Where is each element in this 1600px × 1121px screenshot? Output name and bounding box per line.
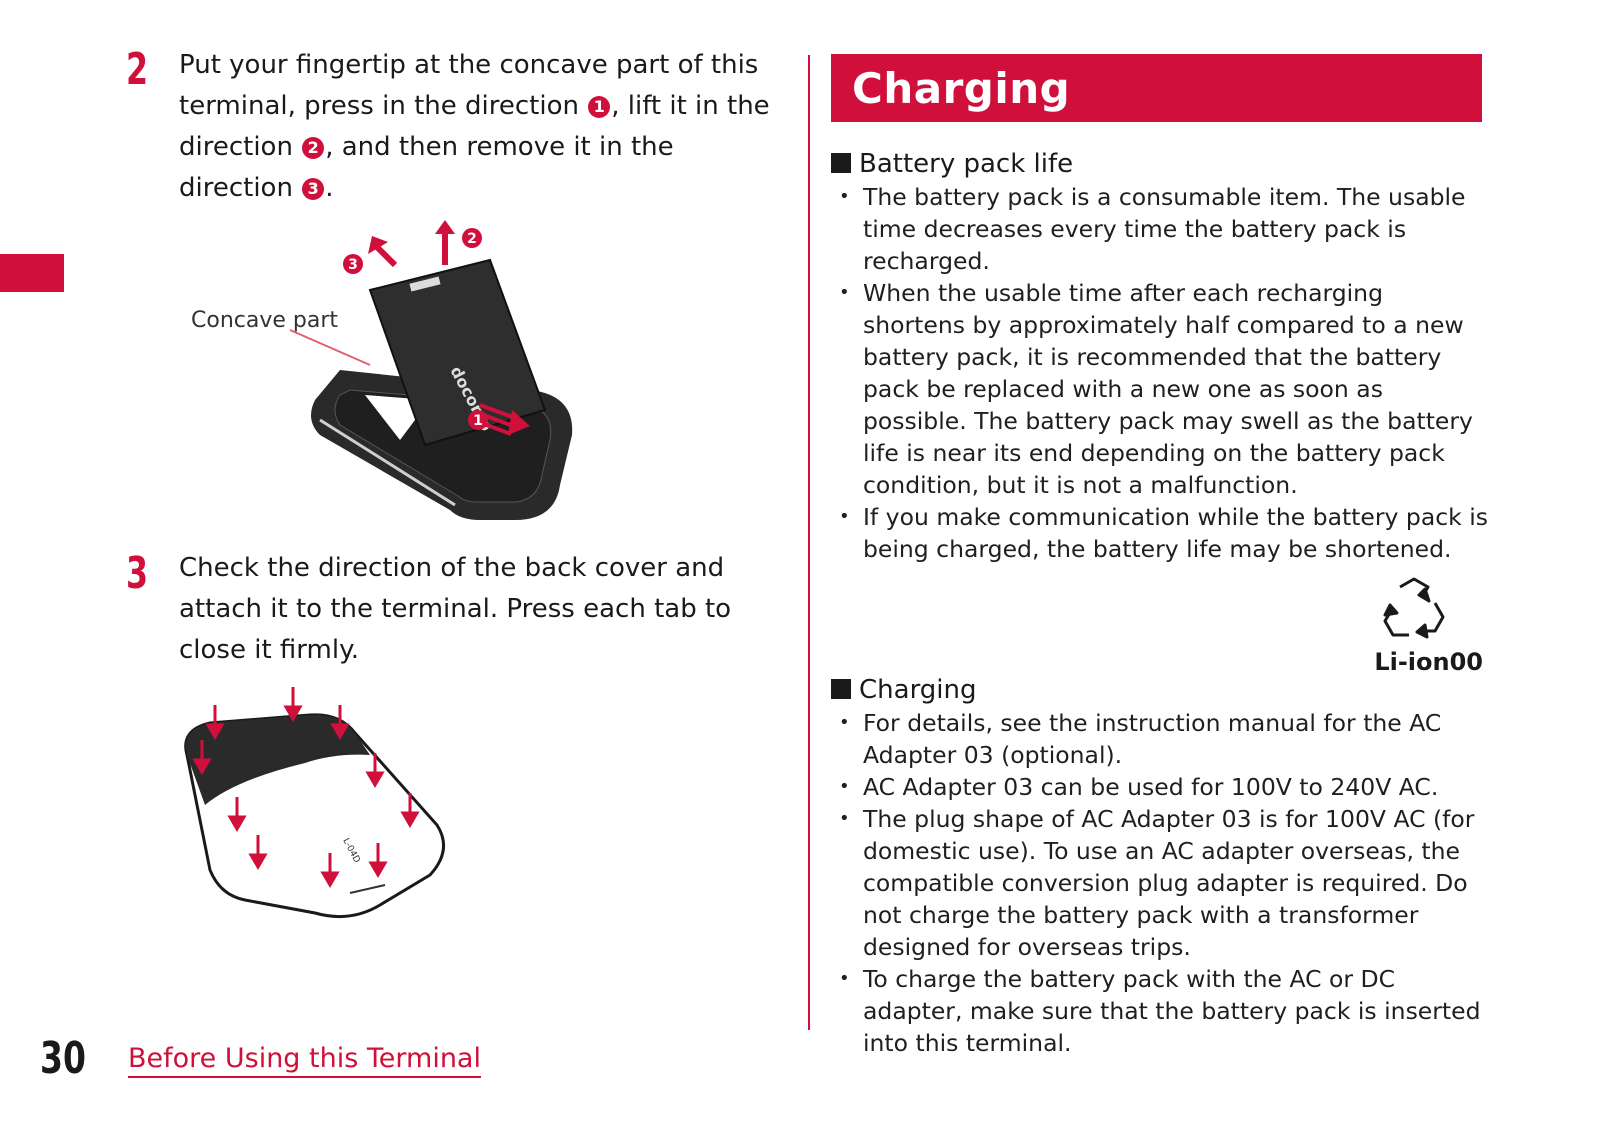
list-item: AC Adapter 03 can be used for 100V to 24…: [831, 771, 1491, 803]
battery-removal-illustration: docomo 3 2 1: [289, 220, 573, 520]
fig1-marker-1: 1: [473, 413, 483, 429]
press-arrows: [192, 687, 420, 888]
page-number: 30: [40, 1033, 86, 1084]
list-item: When the usable time after each rechargi…: [831, 277, 1491, 501]
fig1-marker-2: 2: [467, 231, 477, 247]
charging-section: Charging For details, see the instructio…: [831, 673, 1491, 1059]
step-2-instruction: Put your fingertip at the concave part o…: [179, 50, 770, 203]
section-title: Charging: [852, 64, 1071, 113]
marker-1: 1: [588, 96, 611, 118]
list-item: To charge the battery pack with the AC o…: [831, 963, 1491, 1059]
battery-life-list: The battery pack is a consumable item. T…: [831, 181, 1491, 565]
li-ion-label: Li-ion00: [1374, 648, 1483, 676]
list-item: If you make communication while the batt…: [831, 501, 1491, 565]
back-cover-dark-band: [185, 714, 370, 805]
fig1-marker-3: 3: [348, 257, 358, 273]
marker-2: 2: [302, 137, 325, 159]
step-3-instruction: Check the direction of the back cover an…: [179, 553, 732, 665]
column-divider: [808, 55, 810, 1030]
concave-part-label: Concave part: [191, 308, 339, 333]
charging-list: For details, see the instruction manual …: [831, 707, 1491, 1059]
battery-life-heading: Battery pack life: [831, 147, 1491, 181]
step-3-number: 3: [126, 548, 149, 599]
battery-pack: docomo: [368, 258, 547, 447]
battery-life-section: Battery pack life The battery pack is a …: [831, 147, 1491, 565]
concave-leader-line: [289, 329, 371, 366]
section-header-bar: [831, 54, 1482, 122]
marker-3: 3: [302, 178, 325, 200]
charging-heading: Charging: [831, 673, 1491, 707]
chapter-tab-marker: [0, 254, 64, 292]
square-bullet-icon: [831, 679, 851, 699]
list-item: The battery pack is a consumable item. T…: [831, 181, 1491, 277]
step-2-number: 2: [126, 44, 149, 95]
list-item: The plug shape of AC Adapter 03 is for 1…: [831, 803, 1491, 963]
recycle-icon: [1383, 577, 1445, 639]
square-bullet-icon: [831, 153, 851, 173]
section-link[interactable]: Before Using this Terminal: [128, 1042, 481, 1078]
arrow-tilt: [372, 242, 398, 268]
back-cover-illustration: L-04D: [184, 687, 446, 919]
list-item: For details, see the instruction manual …: [831, 707, 1491, 771]
